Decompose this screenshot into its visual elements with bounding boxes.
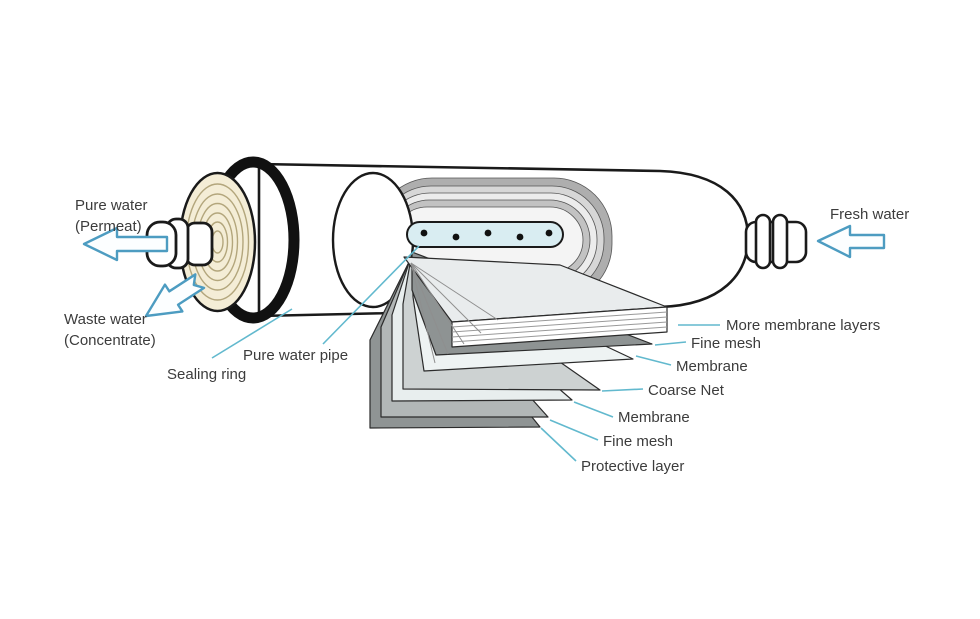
label-pure-water-line1: Pure water xyxy=(75,197,148,214)
label-more-membrane-layers: More membrane layers xyxy=(726,317,880,334)
pipe-perforation-dot xyxy=(452,233,460,241)
stripe-line xyxy=(451,311,668,328)
label-fresh-water: Fresh water xyxy=(830,206,909,223)
pipe-perforations xyxy=(420,229,553,241)
leader-fine-mesh-2 xyxy=(549,419,599,441)
label-waste-water-line2: (Concentrate) xyxy=(64,332,156,349)
stripe-line xyxy=(451,326,668,343)
fan-line xyxy=(410,262,449,355)
leader-lines xyxy=(211,245,720,462)
leader-membrane-2 xyxy=(573,401,614,418)
label-pure-water-line2: (Permeat) xyxy=(75,218,142,235)
label-fine-mesh-2: Fine mesh xyxy=(603,433,673,450)
label-fine-mesh-1: Fine mesh xyxy=(691,335,761,352)
label-pure-water-pipe: Pure water pipe xyxy=(243,347,348,364)
nozzle-rib xyxy=(754,213,772,270)
leader-membrane-1 xyxy=(635,355,672,366)
fan-line xyxy=(410,262,465,345)
waste-water-flow-arrow xyxy=(144,273,206,318)
label-membrane-2: Membrane xyxy=(618,409,690,426)
membrane-stack-stripe-lines xyxy=(451,311,668,343)
label-sealing-ring: Sealing ring xyxy=(167,366,246,383)
layer-stack-striped-edge xyxy=(451,306,668,348)
fan-line xyxy=(410,262,436,364)
leader-sealing-ring xyxy=(211,308,293,359)
label-membrane-1: Membrane xyxy=(676,358,748,375)
permeate-pipe-segment xyxy=(184,221,214,267)
pipe-perforation-dot xyxy=(516,233,524,241)
leader-protective xyxy=(540,427,577,462)
label-protective-layer: Protective layer xyxy=(581,458,684,475)
fresh-water-flow-arrow xyxy=(816,224,886,259)
flow-arrows xyxy=(82,224,886,318)
pipe-perforation-dot xyxy=(420,229,428,237)
membrane-sheet-fan xyxy=(369,251,668,429)
leader-coarse-net xyxy=(601,388,644,392)
diagram-labels: Pure water (Permeat) Waste water (Concen… xyxy=(64,197,909,475)
label-coarse-net: Coarse Net xyxy=(648,382,725,399)
fan-line xyxy=(410,262,499,321)
stripe-line xyxy=(451,321,668,338)
leader-pure-water-pipe xyxy=(322,245,420,345)
pure-water-flow-arrow xyxy=(82,226,169,262)
leader-fine-mesh-1 xyxy=(654,341,687,346)
fresh-water-inlet-nozzle xyxy=(744,213,808,270)
pipe-perforation-dot xyxy=(545,229,553,237)
sheet-edge-fan-lines xyxy=(410,262,499,364)
label-waste-water-line1: Waste water xyxy=(64,311,147,328)
fan-line xyxy=(410,262,482,334)
stripe-line xyxy=(451,316,668,333)
pipe-perforation-dot xyxy=(484,229,492,237)
nozzle-rib xyxy=(771,213,789,270)
